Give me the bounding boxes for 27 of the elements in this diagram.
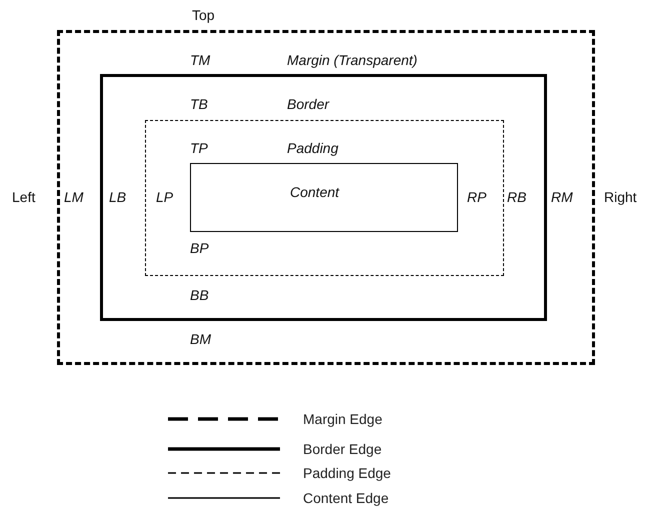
box-label: Border [287,96,330,112]
box-label: LP [156,189,174,205]
edge-box [57,30,595,365]
box-label: Padding [287,140,338,156]
box-label: BM [190,331,211,347]
box-label: RM [551,189,573,205]
box-label: TM [190,52,210,68]
box-label: LB [109,189,126,205]
legend-label: Padding Edge [303,465,391,481]
box-label: BB [190,287,209,303]
side-label: Left [12,189,36,205]
box-label: Margin (Transparent) [287,52,418,68]
box-label: RP [467,189,486,205]
content-box [190,163,458,232]
box-label: Content [290,184,340,200]
edge-box [100,74,547,321]
box-label: LM [64,189,84,205]
legend-label: Content Edge [303,490,389,506]
side-label: Top [192,7,215,23]
side-label: Right [604,189,637,205]
box-label: BP [190,240,209,256]
box-label: TP [190,140,208,156]
box-label: TB [190,96,208,112]
legend-label: Margin Edge [303,411,382,427]
box-label: RB [507,189,526,205]
legend-label: Border Edge [303,441,382,457]
edge-box [145,120,504,276]
